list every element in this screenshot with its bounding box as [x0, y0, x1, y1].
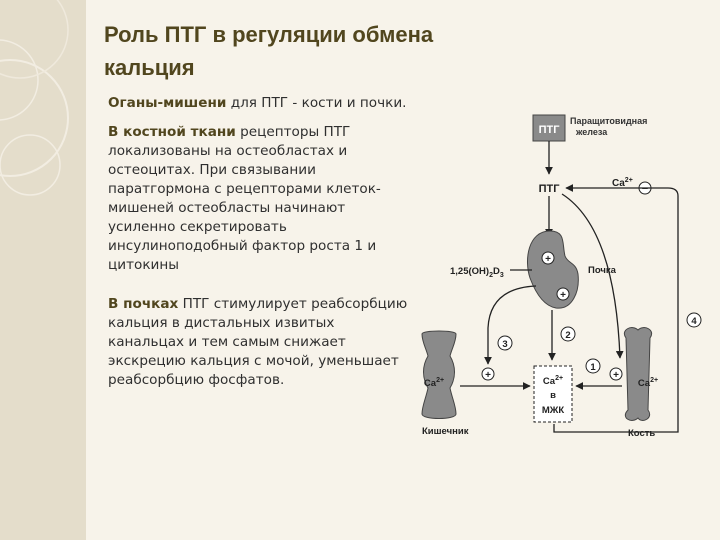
gland-label-2: железа	[575, 127, 608, 137]
number-2: 2	[565, 330, 570, 341]
bone-label: Кость	[628, 428, 655, 439]
plus-sign-intestine: +	[485, 370, 491, 381]
kidney-label: Почка	[588, 265, 617, 276]
pth-regulation-diagram: ПТГ Паращитовидная железа ПТГ Ca2+ − + +…	[421, 114, 702, 439]
arrow-vitd-to-intestine	[484, 285, 537, 365]
highlight-kidney: В почках	[108, 296, 179, 312]
arrow-pth-to-bone	[561, 193, 624, 359]
slide-title: Роль ПТГ в регуляции обмена кальция	[104, 18, 504, 84]
title-line-1: Роль ПТГ в регуляции обмена	[104, 22, 434, 47]
minus-sign: −	[642, 183, 648, 195]
number-1-circle	[585, 358, 601, 374]
intestine-ca-sup: 2+	[436, 377, 444, 384]
arrow-ecf-feedback-loop	[553, 218, 679, 433]
plus-circle-bone	[609, 367, 623, 381]
ecf-ca-label: Ca2+	[543, 375, 563, 387]
number-4-circle	[686, 312, 702, 328]
ecf-abbr: МЖК	[542, 405, 564, 416]
plus-circle-intestine	[481, 367, 495, 381]
bone-ca-base: Ca	[638, 378, 651, 389]
pth-label: ПТГ	[539, 183, 561, 195]
decorative-side-panel	[0, 0, 86, 540]
plus-sign-bone: +	[613, 370, 619, 381]
decorative-circles	[0, 0, 69, 196]
bone-ca-label: Ca2+	[638, 377, 658, 389]
plus-sign-kidney-top: +	[545, 254, 551, 265]
intestine-ca-label: Ca2+	[424, 377, 444, 389]
plus-sign-kidney-bottom: +	[560, 290, 566, 301]
intestine-shape	[421, 330, 457, 419]
ca-feedback-label: Ca2+	[612, 177, 633, 189]
paragraph-kidney: В почках ПТГ стимулирует реабсорбцию кал…	[108, 295, 408, 390]
body-text: Оганы-мишени для ПТГ - кости и почки. В …	[108, 94, 408, 400]
text-bone: рецепторы ПТГ локализованы на остеобласт…	[108, 124, 381, 273]
bone-ca-sup: 2+	[650, 377, 658, 384]
number-2-circle	[560, 326, 576, 342]
vitd-sub2: 3	[500, 272, 504, 279]
ecf-in: в	[550, 390, 556, 401]
plus-circle-kidney-top	[541, 251, 555, 265]
ecf-box	[533, 365, 573, 423]
highlight-bone: В костной ткани	[108, 124, 236, 140]
paragraph-bone: В костной ткани рецепторы ПТГ локализова…	[108, 123, 408, 275]
kidney-shape	[527, 230, 579, 309]
text-kidney: ПТГ стимулирует реабсорбцию кальция в ди…	[108, 296, 408, 388]
number-3: 3	[502, 339, 507, 350]
plus-circle-kidney-bottom	[556, 287, 570, 301]
bone-shape	[624, 327, 652, 421]
paragraph-targets: Оганы-мишени для ПТГ - кости и почки.	[108, 94, 408, 113]
ca-feedback-sup: 2+	[625, 177, 633, 184]
ecf-ca-base: Ca	[543, 376, 556, 387]
vitd-sub1: 2	[489, 272, 493, 279]
number-3-circle	[497, 335, 513, 351]
text-targets: для ПТГ - кости и почки.	[226, 95, 407, 111]
number-4: 4	[691, 316, 697, 327]
vitamin-d-label: 1,25(OH)2D3	[450, 266, 504, 279]
title-line-2: кальция	[104, 55, 195, 80]
intestine-ca-base: Ca	[424, 378, 437, 389]
ecf-ca-sup: 2+	[555, 375, 563, 382]
vitd-mid: D	[493, 266, 500, 277]
pth-box-label: ПТГ	[539, 124, 561, 136]
vitd-prefix: 1,25(OH)	[450, 266, 489, 277]
gland-label-1: Паращитовидная	[570, 116, 647, 126]
number-1: 1	[590, 362, 596, 373]
arrow-feedback	[565, 184, 679, 218]
ca-feedback-base: Ca	[612, 178, 625, 189]
highlight-targets: Оганы-мишени	[108, 95, 227, 111]
intestine-label: Кишечник	[422, 426, 469, 437]
